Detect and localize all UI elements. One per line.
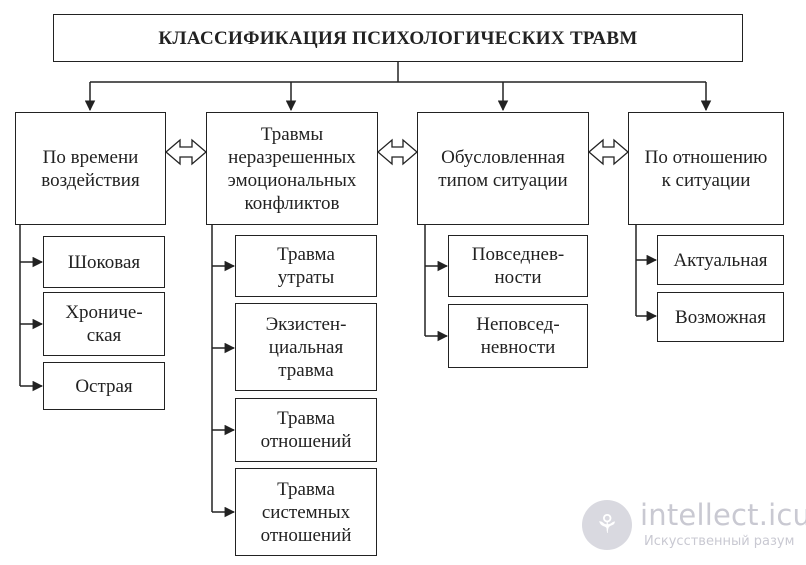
item-shock: Шоковая: [43, 236, 165, 288]
item-loss-trauma: Травма утраты: [235, 235, 377, 297]
item-possible: Возможная: [657, 292, 784, 342]
item-systemic-relationship-trauma: Травма системных отношений: [235, 468, 377, 556]
item-acute: Острая: [43, 362, 165, 410]
item-relationship-trauma: Травма отношений: [235, 398, 377, 462]
watermark: ⚘ intellect.icu Искусственный разум: [582, 496, 806, 556]
brain-icon: ⚘: [582, 500, 632, 550]
item-chronic: Хрониче- ская: [43, 292, 165, 356]
category-attitude-to-situation: По отношению к ситуации: [628, 112, 784, 225]
category-unresolved-conflicts: Травмы неразрешенных эмоциональных конфл…: [206, 112, 378, 225]
double-arrow-3-4: [588, 138, 629, 166]
branch-connectors: [19, 225, 658, 518]
diagram-title: КЛАССИФИКАЦИЯ ПСИХОЛОГИЧЕСКИХ ТРАВМ: [53, 14, 743, 62]
category-by-time: По времени воздействия: [15, 112, 166, 225]
title-connectors: [84, 62, 712, 112]
double-arrow-1-2: [165, 138, 207, 166]
item-actual: Актуальная: [657, 235, 784, 285]
item-everyday: Повседнев- ности: [448, 235, 588, 297]
double-arrow-2-3: [377, 138, 418, 166]
item-non-everyday: Неповсед- невности: [448, 304, 588, 368]
item-existential-trauma: Экзистен- циальная травма: [235, 303, 377, 391]
watermark-site: intellect.icu: [640, 498, 806, 532]
category-situation-type: Обусловленная типом ситуации: [417, 112, 589, 225]
watermark-tagline: Искусственный разум: [644, 534, 795, 549]
